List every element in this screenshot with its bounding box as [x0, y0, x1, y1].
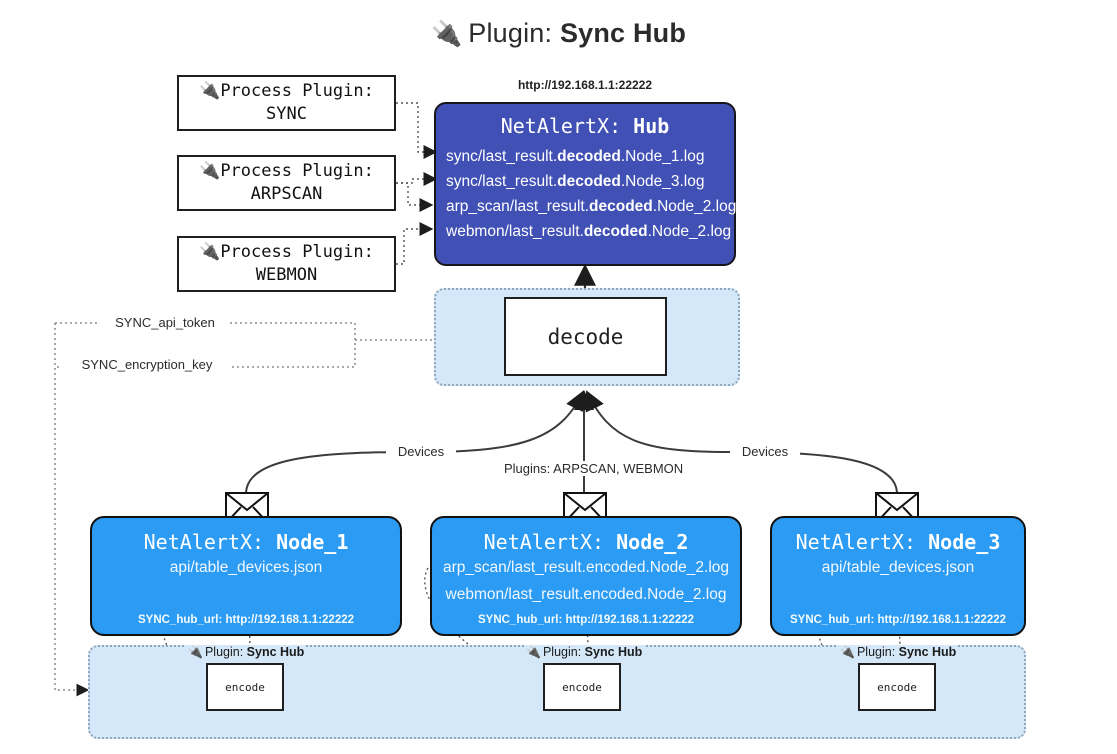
hub-box[interactable]: NetAlertX: Hub sync/last_result.decoded.… [434, 102, 736, 266]
hub-title: NetAlertX: Hub [500, 114, 670, 138]
edge-label-right-devices: Devices [730, 444, 800, 459]
edge-label-center-plugins: Plugins: ARPSCAN, WEBMON [500, 461, 683, 476]
secret-label-api-token: SYNC_api_token [100, 315, 230, 330]
node-box-2[interactable]: NetAlertX: Node_2 arp_scan/last_result.e… [430, 516, 742, 636]
node-footer: SYNC_hub_url: http://192.168.1.1:22222 [137, 614, 355, 626]
plug-icon: 🔌 [188, 645, 203, 659]
process-plugin-name: WEBMON [255, 265, 318, 285]
node-box-1[interactable]: NetAlertX: Node_1 api/table_devices.json… [90, 516, 402, 636]
process-plugin-label: Process Plugin: [220, 161, 374, 182]
process-plugin-label: Process Plugin: [220, 242, 374, 263]
secret-label-encryption-key: SYNC_encryption_key [62, 357, 232, 372]
plug-icon: 🔌 [840, 645, 855, 659]
encoder-caption-3: 🔌Plugin: Sync Hub [838, 645, 959, 659]
process-plugin-label: Process Plugin: [220, 81, 374, 102]
encoder-caption-2: 🔌Plugin: Sync Hub [524, 645, 645, 659]
node-title: NetAlertX: Node_2 [483, 530, 689, 554]
node-line: api/table_devices.json [821, 559, 975, 576]
plug-icon: 🔌 [526, 645, 541, 659]
edge-label-left-devices: Devices [386, 444, 456, 459]
process-plugin-sync[interactable]: 🔌Process Plugin: SYNC [177, 75, 396, 131]
node-footer: SYNC_hub_url: http://192.168.1.1:22222 [789, 614, 1007, 626]
page-title: 🔌Plugin: Sync Hub [0, 18, 1117, 49]
process-plugin-webmon[interactable]: 🔌Process Plugin: WEBMON [177, 236, 396, 292]
node-box-3[interactable]: NetAlertX: Node_3 api/table_devices.json… [770, 516, 1026, 636]
process-plugin-name: ARPSCAN [250, 184, 323, 204]
plug-icon: 🔌 [430, 20, 463, 48]
plug-icon: 🔌 [199, 242, 221, 263]
hub-log-row: arp_scan/last_result.decoded.Node_2.log [446, 198, 737, 215]
encode-box-2[interactable]: encode [543, 663, 621, 711]
encode-box-1[interactable]: encode [206, 663, 284, 711]
node-line: api/table_devices.json [169, 559, 323, 576]
hub-log-row: webmon/last_result.decoded.Node_2.log [446, 223, 732, 240]
page-title-name: Sync Hub [559, 18, 687, 48]
node-title: NetAlertX: Node_3 [795, 530, 1001, 554]
hub-url-label: http://192.168.1.1:22222 [517, 78, 653, 92]
encode-box-3[interactable]: encode [858, 663, 936, 711]
process-plugin-name: SYNC [266, 104, 307, 124]
node-footer: SYNC_hub_url: http://192.168.1.1:22222 [477, 614, 695, 626]
hub-log-row: sync/last_result.decoded.Node_3.log [446, 173, 705, 190]
node-title: NetAlertX: Node_1 [143, 530, 349, 554]
decode-box[interactable]: decode [504, 297, 667, 376]
page-title-prefix: Plugin: [468, 18, 553, 48]
plug-icon: 🔌 [199, 161, 221, 182]
process-plugin-arpscan[interactable]: 🔌Process Plugin: ARPSCAN [177, 155, 396, 211]
node-line: webmon/last_result.encoded.Node_2.log [445, 586, 727, 603]
plug-icon: 🔌 [199, 81, 221, 102]
hub-log-row: sync/last_result.decoded.Node_1.log [446, 148, 705, 165]
node-line: arp_scan/last_result.encoded.Node_2.log [442, 559, 730, 576]
encoder-caption-1: 🔌Plugin: Sync Hub [186, 645, 307, 659]
